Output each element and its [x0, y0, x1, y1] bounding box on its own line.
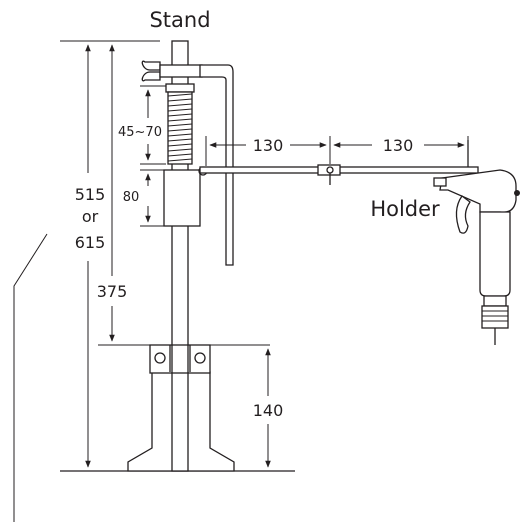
- base-bolt-right: [194, 352, 206, 364]
- spring: [165, 83, 195, 165]
- dim-collar-height: [140, 169, 164, 227]
- dim-arm-segments: [205, 136, 469, 166]
- wing-nut-clamp: [141, 60, 234, 266]
- dim-total-height-value-a: 515: [75, 185, 106, 204]
- dim-collar-height-value: 80: [123, 190, 140, 205]
- dim-upper-height-value: 375: [97, 282, 128, 301]
- holder-tool: [433, 140, 520, 345]
- dim-total-height-value-b: 615: [75, 233, 106, 252]
- base-bolt-left: [154, 352, 166, 364]
- holder-label: Holder: [370, 197, 440, 221]
- dim-upper-height: [98, 44, 270, 346]
- horizontal-arm: [199, 164, 479, 185]
- dim-spring-range: [140, 85, 166, 165]
- leader-line: [13, 233, 48, 522]
- dim-total-height: [60, 40, 160, 468]
- dim-spring-range-value: 45~70: [118, 125, 162, 140]
- collar: [163, 166, 208, 227]
- stand-label: Stand: [149, 8, 210, 32]
- dim-base-height-value: 140: [253, 401, 284, 420]
- stand-base: [127, 344, 235, 472]
- dim-arm-segment-2-value: 130: [383, 136, 414, 155]
- dim-arm-segment-1-value: 130: [253, 136, 284, 155]
- dim-total-height-or: or: [82, 207, 99, 226]
